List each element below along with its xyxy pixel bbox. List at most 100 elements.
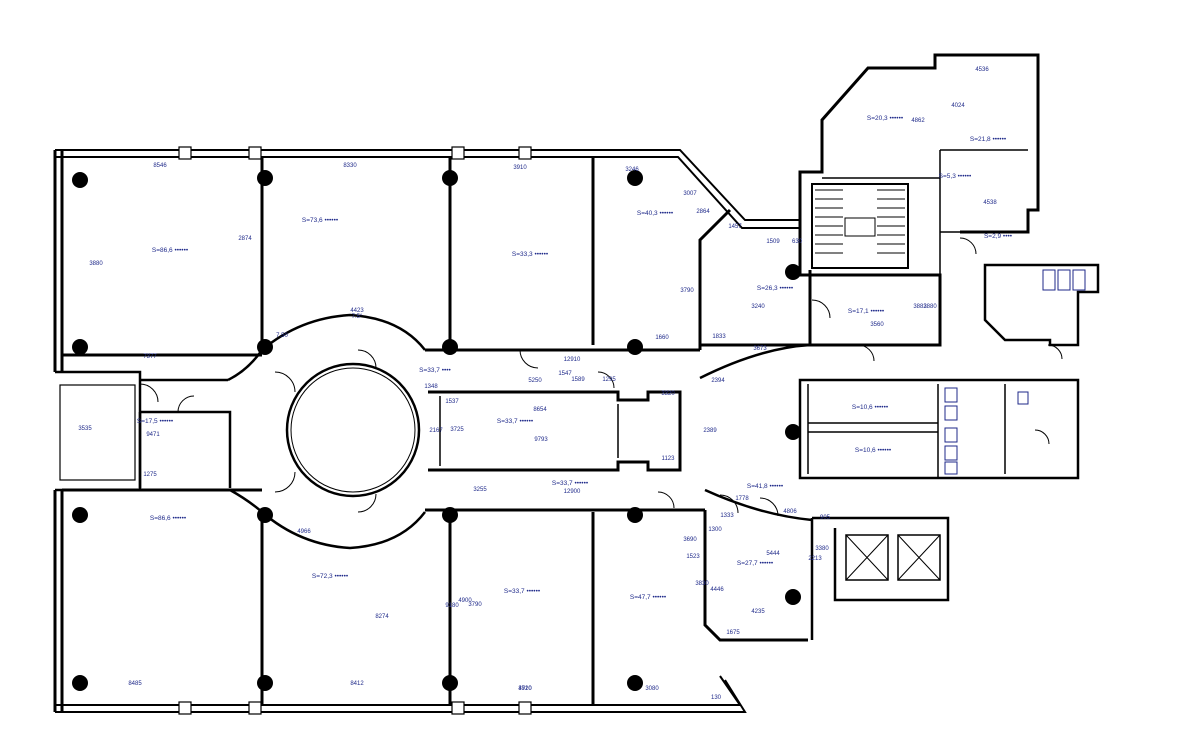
core-block [428,390,682,472]
room-area-label: S=86,6 •••••• [150,515,187,522]
service-block-inner [822,149,1028,275]
bottom-facade [55,675,747,713]
room-area-label: S=86,6 •••••• [152,247,189,254]
wc-4 [944,445,958,461]
dimension-label: 12910 [564,357,581,363]
rotunda-inner-ring [290,367,416,493]
dimension-label: 3007 [683,191,697,197]
room-area-label: S=27,7 •••••• [737,560,774,567]
room-area-labels: S=86,6 ••••••S=73,6 ••••••S=33,3 ••••••S… [137,115,1013,601]
mullion-bottom-2 [248,701,262,715]
rotunda [285,362,421,498]
dimension-label: 9471 [146,432,160,438]
door-swing-2 [274,471,296,493]
lobby-arc-bottom [704,488,813,522]
door-swing-4 [177,395,195,413]
dimension-label: 2167 [429,428,443,434]
dimension-label: 3246 [625,167,639,173]
dimension-label: 8546 [153,163,167,169]
mullion-bottom-1 [178,701,192,715]
room-area-label: S=17,5 •••••• [137,418,174,425]
washroom-outline [983,263,1100,347]
door-swing-16 [1047,344,1063,360]
dimension-label: 3690 [683,537,697,543]
dimension-label: 1295 [602,377,616,383]
column-2 [257,170,273,186]
mullion-top-1 [178,146,192,160]
room-area-label: S=26,3 •••••• [757,285,794,292]
dimension-label: 4862 [911,118,925,124]
column-16 [72,675,88,691]
door-swing-5 [357,349,377,369]
columns [72,170,801,691]
dimension-label: 905 [820,515,831,521]
corridor-bottom-wall [62,488,705,512]
angled-wall-top [698,208,810,350]
dimension-label: 8654 [533,407,547,413]
dimension-label: 1348 [424,384,438,390]
elevators [845,534,941,581]
room-area-label: S=40,3 •••••• [637,210,674,217]
room-area-label: S=33,7 •••• [419,367,451,374]
dimension-label: 2864 [696,209,710,215]
dimension-label: 7377 [143,354,157,360]
rotunda-arc-top [261,313,426,351]
column-3 [442,170,458,186]
dimension-label: 3535 [78,426,92,432]
room-area-label: S=10,6 •••••• [852,404,889,411]
column-13 [442,507,458,523]
dimension-label: 1275 [143,472,157,478]
column-17 [257,675,273,691]
dimension-label: 2874 [238,236,252,242]
wc-3 [944,427,958,443]
dimension-label: 4966 [297,529,311,535]
lobby-arc-top [699,343,811,380]
dimension-label: 3725 [450,427,464,433]
column-15 [785,589,801,605]
angled-wall-bottom [703,510,808,642]
wc-2 [944,405,958,421]
mullion-top-4 [518,146,532,160]
column-1 [72,172,88,188]
toilet-fixtures [944,269,1086,475]
small-room-left [138,410,232,488]
room-area-label: S=17,1 •••••• [848,308,885,315]
dimension-label: 1589 [571,377,585,383]
dimension-label: 8274 [375,614,389,620]
dimension-label: 3882 [913,304,927,310]
dimension-label: 4900 [458,598,472,604]
dimension-label: 630 [792,239,803,245]
door-swing-9 [657,491,675,509]
mullion-top-2 [248,146,262,160]
room-area-label: S=47,7 •••••• [630,594,667,601]
stair-treads-right [877,189,905,254]
left-facade [53,150,64,712]
dimension-label: 4235 [751,609,765,615]
column-9 [785,264,801,280]
room-area-label: S=33,7 •••••• [504,588,541,595]
stall-3 [1072,269,1086,291]
room-area-label: S=5,3 •••••• [939,173,972,180]
column-6 [257,339,273,355]
room-area-label: S=33,7 •••••• [497,418,534,425]
top-facade [55,149,800,229]
door-swing-1 [274,371,296,393]
mullion-top-3 [451,146,465,160]
dimension-label: 4423 [350,308,364,314]
column-18 [442,675,458,691]
dimension-label: 130 [711,695,722,701]
dimension-label: 1523 [686,554,700,560]
dimension-label: 1457 [728,224,742,230]
mullion-bottom-4 [518,701,532,715]
column-11 [72,507,88,523]
column-10 [785,424,801,440]
wc-6 [1017,391,1029,405]
dimension-label: 5444 [766,551,780,557]
elevator-block [810,516,950,640]
dimension-label: 12900 [564,489,581,495]
door-swing-14 [959,237,977,255]
elevator-1 [845,534,889,581]
elevator-2-cross-icon [897,534,941,581]
dimension-label: 1547 [558,371,572,377]
